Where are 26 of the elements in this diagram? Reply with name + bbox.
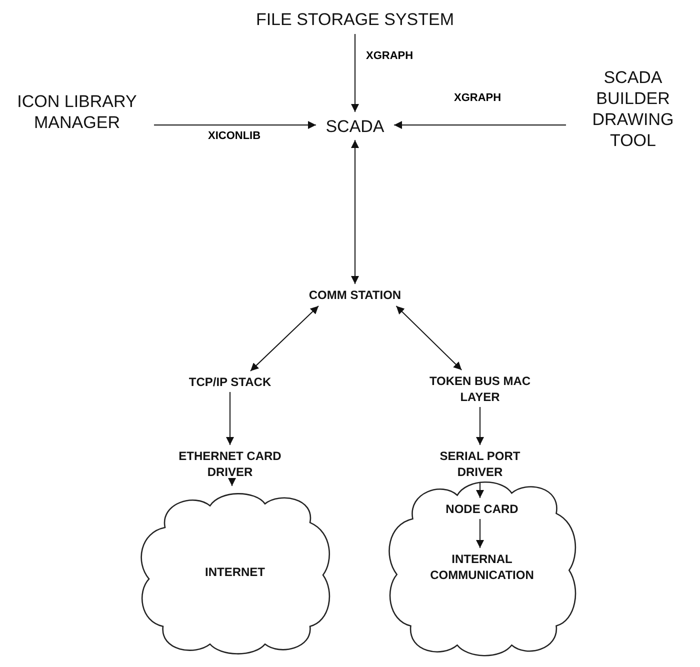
node-label: INTERNET [205, 564, 265, 580]
node-label: SERIAL PORT DRIVER [438, 448, 522, 480]
arrow [226, 392, 234, 446]
node-label: TOKEN BUS MAC LAYER [428, 372, 532, 404]
arrow [394, 121, 566, 129]
node-label: INTERNAL COMMUNICATION [429, 551, 535, 583]
arrow [476, 482, 484, 498]
node-label: NODE CARD [446, 500, 518, 516]
edge-label: XGRAPH [364, 50, 416, 62]
node-label: FILE STORAGE SYSTEM [256, 8, 454, 30]
arrow [154, 121, 316, 129]
arrow [250, 306, 319, 372]
arrow [351, 140, 359, 284]
arrow [476, 406, 484, 446]
node-label: TCP/IP STACK [188, 374, 272, 390]
arrow [351, 34, 359, 112]
edge-label: XGRAPH [452, 92, 504, 104]
node-label: ICON LIBRARY MANAGER [16, 91, 138, 133]
arrow [228, 478, 236, 486]
node-label: ETHERNET CARD DRIVER [178, 448, 282, 480]
arrow [476, 518, 484, 548]
arrow [396, 306, 462, 370]
node-label: SCADA BUILDER DRAWING TOOL [591, 67, 675, 151]
edge-label: XICONLIB [206, 130, 263, 142]
node-label: SCADA [326, 116, 384, 136]
node-label: COMM STATION [308, 287, 402, 303]
